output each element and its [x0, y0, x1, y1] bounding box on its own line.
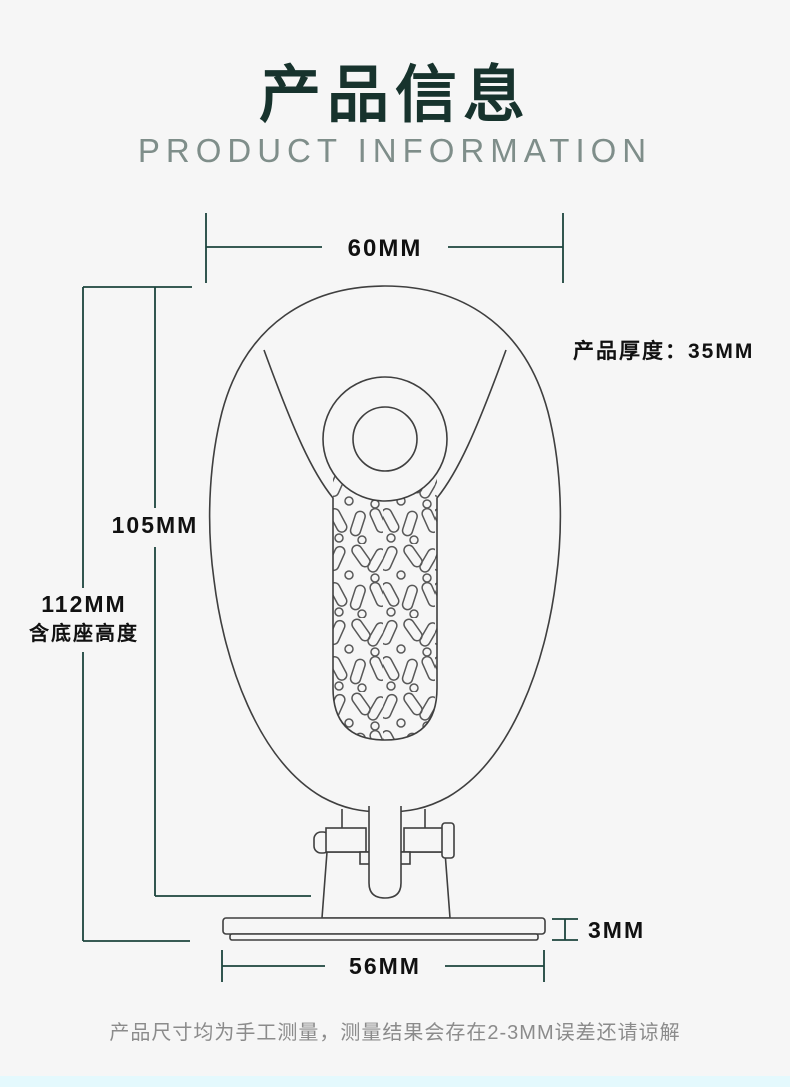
lens-outer-circle [322, 376, 448, 502]
hinge-fork-column [368, 806, 402, 899]
dimension-112mm-label: 112MM [41, 591, 126, 617]
dimension-60mm-lines [205, 213, 564, 283]
dimension-56mm-lines [221, 950, 545, 982]
dimension-112mm-lines [82, 287, 190, 942]
hinge-right-bar [403, 827, 445, 853]
speaker-grille [333, 468, 437, 740]
dimension-60mm-label: 60MM [348, 235, 423, 262]
hinge-right-cap [441, 822, 455, 859]
page-subtitle: PRODUCT INFORMATION [137, 132, 653, 169]
dimension-112mm-note: 含底座高度 [29, 621, 139, 645]
hinge-left-bar [325, 827, 367, 853]
dimension-thickness-label: 产品厚度：35MM [573, 339, 754, 363]
lens-inner-circle [352, 406, 418, 472]
camera-drawing [208, 285, 562, 941]
page-title: 产品信息 [258, 61, 531, 130]
base-plate-lower-rim [229, 933, 539, 941]
dimension-105mm-label: 105MM [112, 512, 199, 538]
measurement-disclaimer: 产品尺寸均为手工测量，测量结果会存在2-3MM误差还请谅解 [109, 1022, 681, 1044]
dimension-3mm-label: 3MM [588, 917, 645, 943]
dimension-lines [82, 213, 578, 982]
grille-funnel-outline [263, 349, 507, 741]
dimension-105mm-lines [83, 286, 311, 897]
base-plate [222, 917, 546, 935]
dimension-3mm-lines [552, 918, 578, 941]
dimension-56mm-label: 56MM [349, 953, 421, 979]
bottom-accent-strip [0, 1076, 790, 1087]
